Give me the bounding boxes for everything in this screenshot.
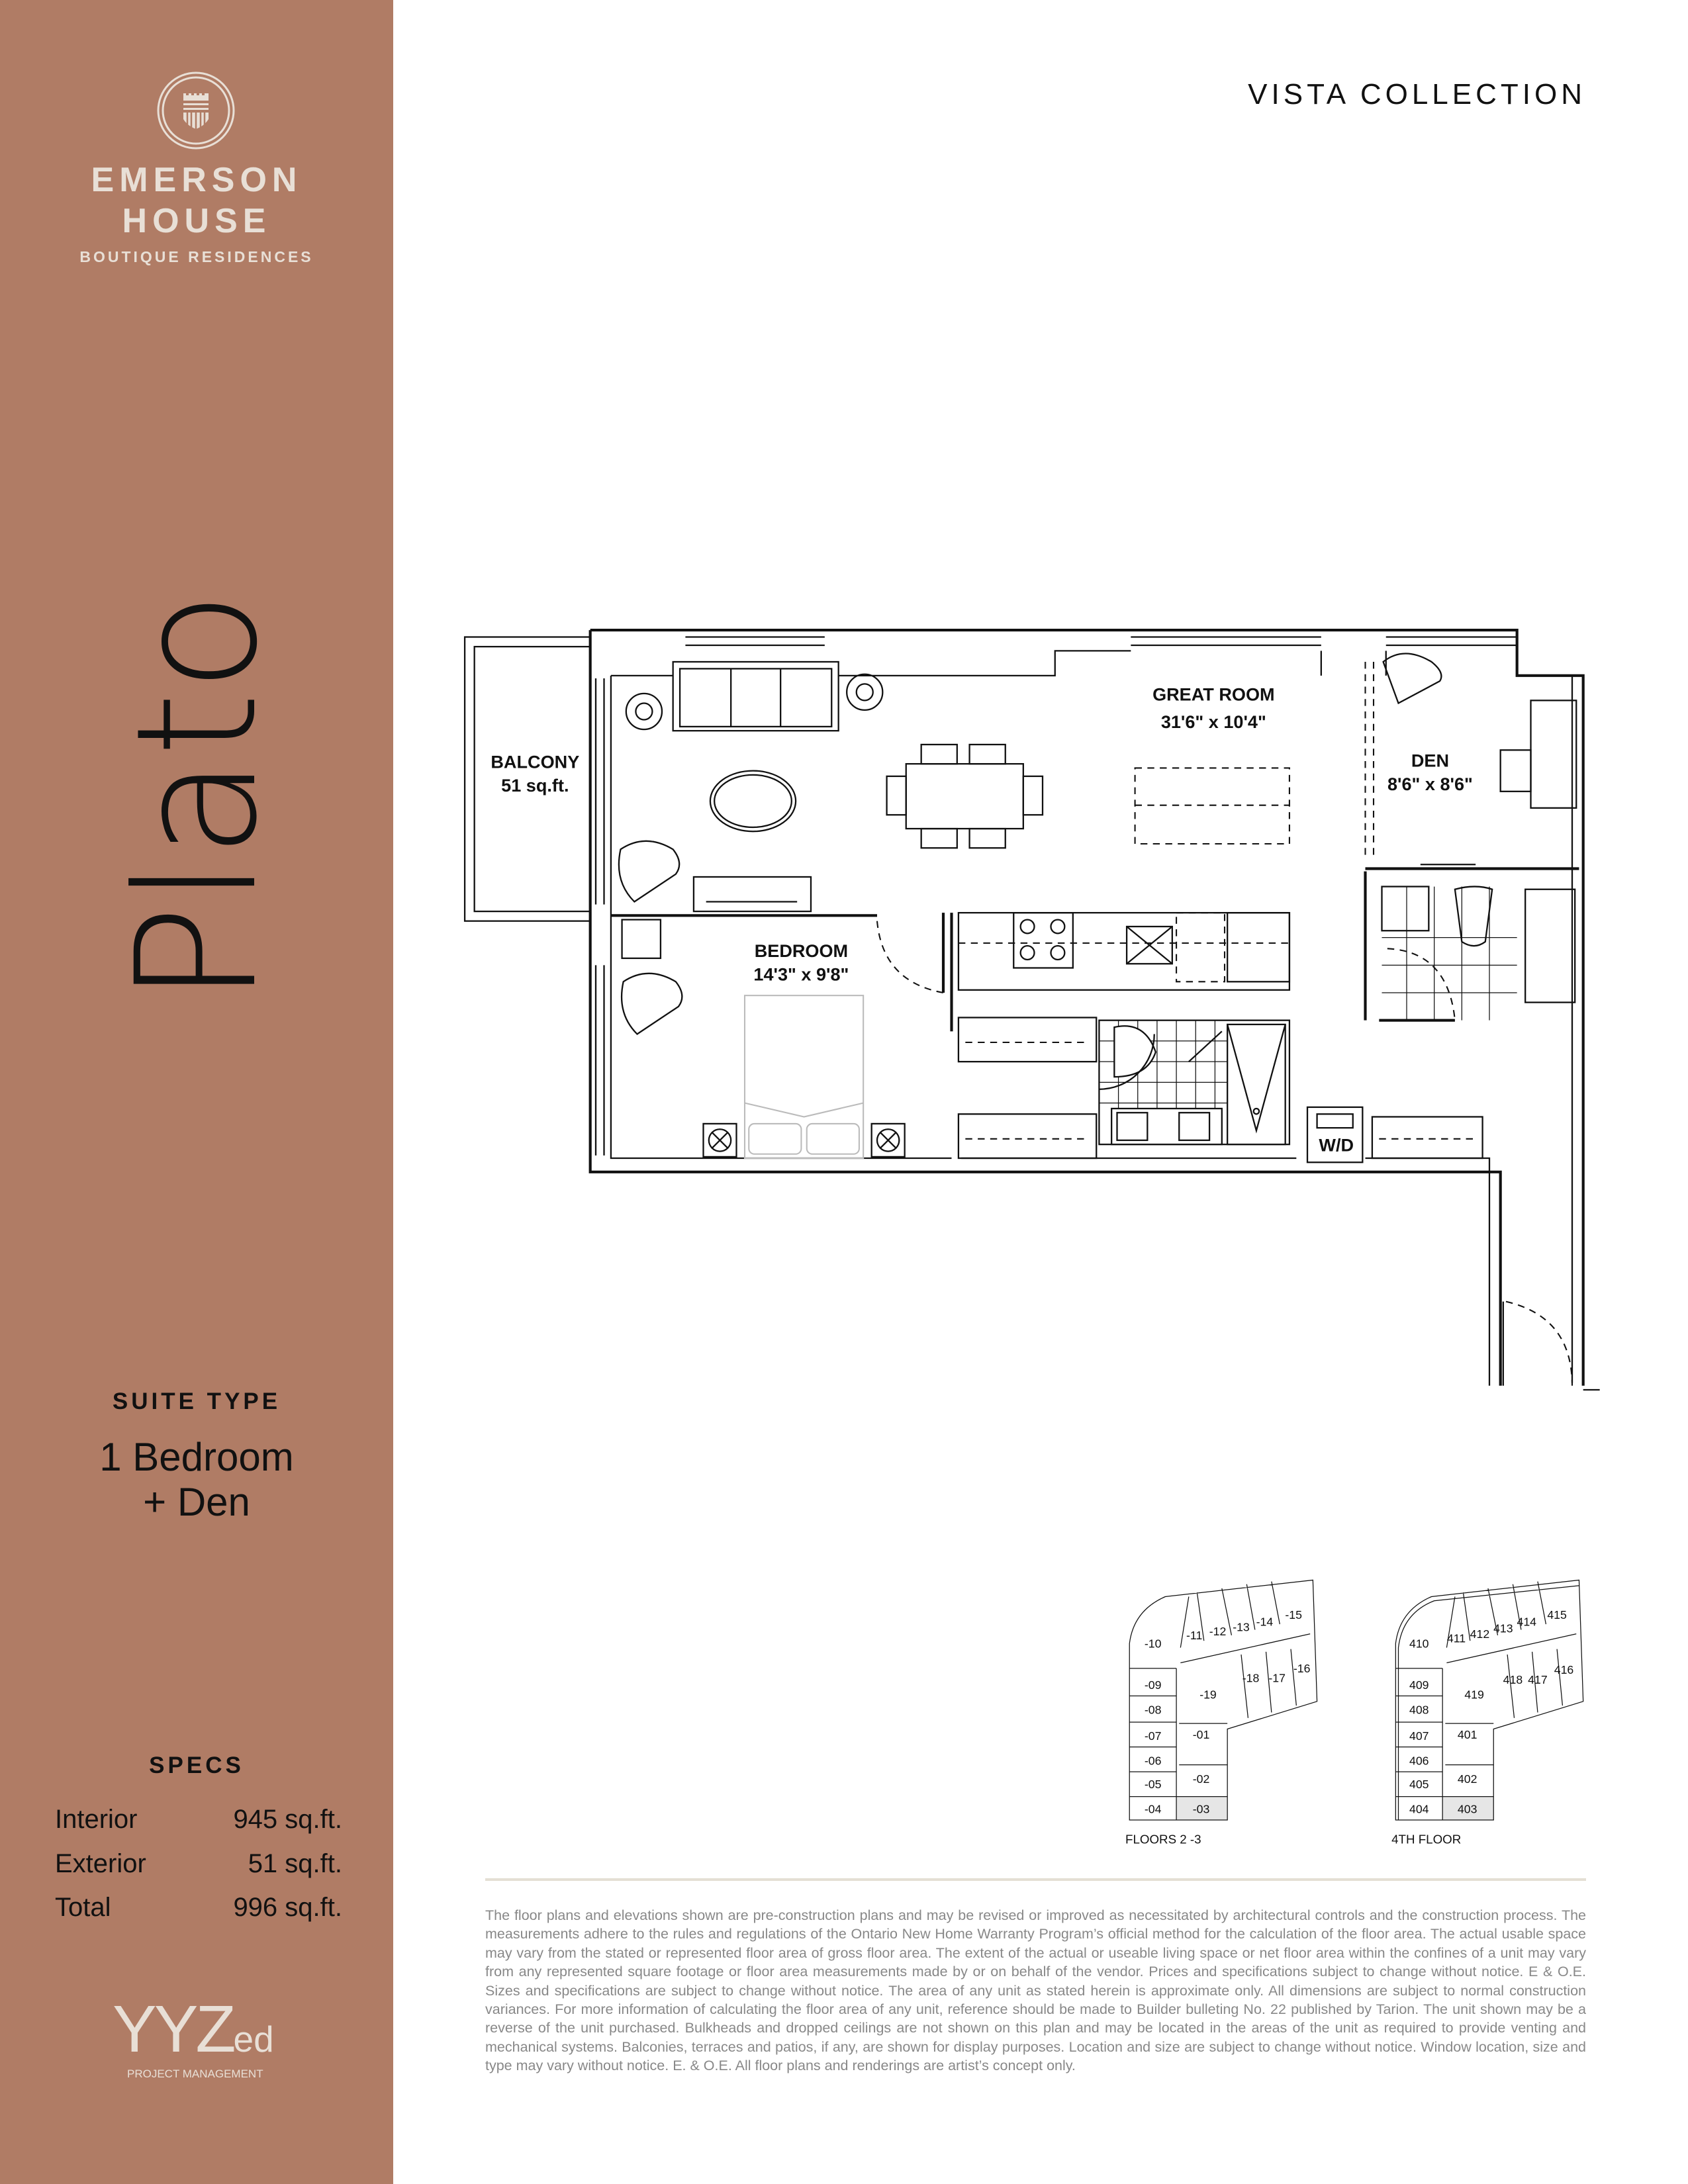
spec-label: Total (55, 1893, 111, 1922)
keyplan-unit: 416 (1554, 1663, 1574, 1676)
keyplan-unit: 419 (1464, 1688, 1484, 1702)
keyplan-unit: 407 (1409, 1729, 1429, 1743)
spec-label: Interior (55, 1805, 138, 1834)
bedroom-label: BEDROOM (755, 940, 848, 961)
keyplan-unit: 410 (1409, 1637, 1429, 1651)
brand-tagline: BOUTIQUE RESIDENCES (79, 248, 314, 265)
keyplan-unit: 412 (1470, 1627, 1490, 1641)
keyplan-unit: 411 (1447, 1631, 1466, 1645)
spec-value: 945 sq.ft. (233, 1805, 342, 1834)
suite-type-line2: + Den (143, 1480, 250, 1524)
keyplan-unit: 414 (1517, 1615, 1536, 1628)
keyplan-unit: 409 (1409, 1678, 1429, 1692)
keyplan-unit: -13 (1233, 1621, 1250, 1634)
keyplan-unit: -05 (1145, 1778, 1162, 1791)
keyplan-unit: -15 (1285, 1608, 1302, 1621)
brand-name-line2: HOUSE (122, 202, 271, 240)
den-label: DEN (1411, 750, 1449, 770)
great-room-size: 31'6" x 10'4" (1161, 711, 1266, 732)
sidebar: EMERSON HOUSE BOUTIQUE RESIDENCES Plato … (0, 0, 393, 2184)
emerson-house-crest-icon (157, 71, 235, 150)
keyplan-unit: 401 (1458, 1728, 1477, 1741)
keyplan-unit: 408 (1409, 1704, 1429, 1717)
keyplan-unit: -01 (1193, 1728, 1210, 1741)
keyplan-unit: -08 (1145, 1704, 1162, 1717)
suite-type-label: SUITE TYPE (112, 1388, 281, 1414)
spec-value: 51 sq.ft. (248, 1849, 342, 1878)
specs-label: SPECS (149, 1752, 244, 1778)
keyplan-unit: 405 (1409, 1778, 1429, 1791)
bedroom-size: 14'3" x 9'8" (753, 964, 849, 984)
keyplan-4th-floor: 410 411 412 413 414 415 409 419 418 417 … (1391, 1579, 1584, 1846)
keyplan-unit: -12 (1209, 1625, 1227, 1638)
keyplan-unit: -07 (1145, 1729, 1162, 1743)
suite-type-line1: 1 Bedroom (99, 1435, 294, 1479)
divider (485, 1878, 1586, 1881)
spec-value: 996 sq.ft. (233, 1893, 342, 1922)
logo-main: YYZ (113, 1992, 236, 2066)
logo-subtitle: PROJECT MANAGEMENT (127, 2068, 263, 2080)
balcony-size: 51 sq.ft. (501, 775, 569, 796)
keyplan-unit: 413 (1493, 1622, 1513, 1635)
keyplan-unit: -16 (1293, 1662, 1311, 1675)
keyplan-caption: FLOORS 2 -3 (1125, 1832, 1201, 1846)
laundry-label: W/D (1319, 1135, 1354, 1156)
floor-plan: W/D GREAT ROOM 31'6" x 10'4" DEN 8'6" x … (463, 629, 1600, 1391)
suite-type-value: 1 Bedroom + Den (0, 1435, 393, 1525)
keyplan-unit: 415 (1547, 1608, 1567, 1621)
brand-name-line1: EMERSON (91, 161, 303, 199)
keyplan-unit: -14 (1256, 1615, 1274, 1628)
keyplan-unit: 402 (1458, 1772, 1477, 1786)
keyplan-unit: -09 (1145, 1678, 1162, 1692)
legal-disclaimer: The floor plans and elevations shown are… (485, 1907, 1586, 2074)
keyplan-unit: -19 (1199, 1688, 1217, 1702)
keyplan-highlighted-unit: 403 (1458, 1803, 1477, 1816)
keyplan-unit: -10 (1145, 1637, 1162, 1651)
keyplan-unit: -04 (1145, 1803, 1162, 1816)
yyzed-logo: YYZed (113, 1996, 274, 2062)
keyplan-caption: 4TH FLOOR (1391, 1832, 1461, 1846)
keyplan-unit: 418 (1503, 1673, 1523, 1686)
keyplan-highlighted-unit: -03 (1193, 1803, 1210, 1816)
logo-suffix: ed (233, 2019, 274, 2060)
balcony-label: BALCONY (491, 751, 579, 772)
spec-label: Exterior (55, 1849, 146, 1878)
keyplan-unit: -02 (1193, 1772, 1210, 1786)
keyplan-unit: 404 (1409, 1803, 1429, 1816)
keyplan-unit: -18 (1243, 1672, 1260, 1685)
keyplan-unit: -06 (1145, 1754, 1162, 1768)
keyplan-unit: -11 (1186, 1629, 1202, 1642)
den-size: 8'6" x 8'6" (1387, 774, 1473, 794)
keyplan-floors-2-3: -10 -11 -12 -13 -14 -15 -09 -19 -18 -17 … (1125, 1579, 1318, 1846)
spec-row-interior: Interior 945 sq.ft. (55, 1805, 342, 1835)
keyplan-unit: -17 (1268, 1672, 1286, 1685)
spec-row-exterior: Exterior 51 sq.ft. (55, 1849, 342, 1879)
great-room-label: GREAT ROOM (1152, 684, 1275, 704)
keyplan-unit: 406 (1409, 1754, 1429, 1768)
collection-title: VISTA COLLECTION (1248, 78, 1586, 111)
keyplan-unit: 417 (1528, 1673, 1548, 1686)
spec-row-total: Total 996 sq.ft. (55, 1893, 342, 1923)
